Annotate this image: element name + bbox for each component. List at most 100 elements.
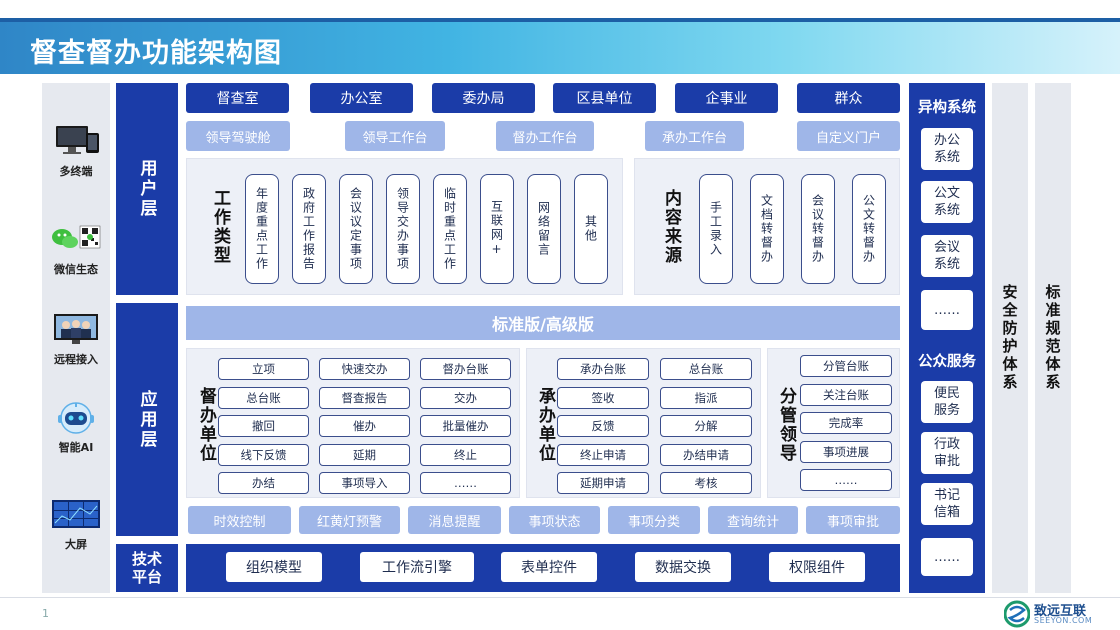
header-top-line — [0, 18, 1120, 22]
portal-leader-workbench: 领导工作台 — [345, 121, 445, 151]
terminal-label: 大屏 — [65, 538, 87, 551]
footer-divider — [0, 597, 1120, 598]
public-service-heading: 公众服务 — [918, 354, 976, 370]
org-qishiye: 企事业 — [675, 83, 778, 113]
video-conference-icon — [50, 313, 102, 345]
page-number: 1 — [42, 607, 49, 620]
content-source-card: 文档转督办 — [750, 174, 784, 284]
org-quxian: 区县单位 — [553, 83, 656, 113]
function-item: 快速交办 — [319, 358, 410, 380]
handling-unit-heading: 承办单位 — [535, 387, 555, 463]
function-item: 催办 — [319, 415, 410, 437]
function-item: 终止申请 — [557, 443, 649, 466]
tech-item: 工作流引擎 — [360, 552, 474, 582]
leader-panel: 分管领导 分管台账关注台账完成率事项进展…… — [767, 348, 900, 498]
terminal-remote: 远程接入 — [42, 313, 110, 367]
org-bangongshi: 办公室 — [310, 83, 413, 113]
hetero-systems-column: 异构系统 办公系统 公文系统 会议系统 …… 公众服务 便民服务 行政审批 书记… — [909, 83, 985, 593]
public-service-item: 书记信箱 — [921, 483, 973, 525]
function-item: 分解 — [660, 415, 752, 437]
function-item: …… — [420, 472, 511, 494]
public-service-item: …… — [921, 538, 973, 576]
function-item: 交办 — [420, 386, 511, 409]
terminal-ai: 智能AI — [42, 401, 110, 455]
brand-logo: 致远互联 SEEYON.COM — [1004, 600, 1104, 628]
function-item: 事项导入 — [319, 472, 410, 494]
content-source-card: 会议转督办 — [801, 174, 835, 284]
function-item: 完成率 — [800, 412, 892, 434]
seeyon-logo-icon — [1004, 600, 1030, 628]
feature-item: 事项审批 — [806, 506, 900, 534]
terminal-bigscreen: 大屏 — [42, 498, 110, 552]
terminal-column: 多终端 微信生态 — [42, 83, 110, 593]
function-item: 指派 — [660, 386, 752, 409]
function-item: 终止 — [420, 443, 511, 466]
tech-platform-bar: 组织模型 工作流引擎 表单控件 数据交换 权限组件 — [186, 544, 900, 592]
work-type-card: 其他 — [574, 174, 608, 284]
hetero-item: 办公系统 — [921, 128, 973, 170]
content-sources-panel: 内容来源 手工录入 文档转督办 会议转督办 公文转督办 — [634, 158, 900, 295]
tech-item: 权限组件 — [769, 552, 865, 582]
feature-item: 红黄灯预警 — [299, 506, 400, 534]
work-type-card: 互联网+ — [480, 174, 514, 284]
content-sources-heading: 内容来源 — [661, 189, 681, 265]
video-wall-icon — [50, 498, 102, 530]
function-item: 总台账 — [218, 386, 309, 409]
terminal-wechat: 微信生态 — [42, 223, 110, 277]
portal-supervise-workbench: 督办工作台 — [496, 121, 594, 151]
brand-cn: 致远互联 — [1034, 604, 1087, 619]
supervising-unit-panel: 督办单位 立项快速交办督办台账总台账督查报告交办撤回催办批量催办线下反馈延期终止… — [186, 348, 520, 498]
function-item: 总台账 — [660, 358, 752, 380]
hetero-item: …… — [921, 290, 973, 330]
handling-unit-panel: 承办单位 承办台账总台账签收指派反馈分解终止申请办结申请延期申请考核 — [526, 348, 761, 498]
function-item: 督办台账 — [420, 358, 511, 380]
work-type-card: 会议议定事项 — [339, 174, 373, 284]
feature-item: 查询统计 — [708, 506, 798, 534]
feature-item: 事项状态 — [509, 506, 600, 534]
public-service-item: 行政审批 — [921, 432, 973, 474]
work-types-panel: 工作类型 年度重点工作 政府工作报告 会议议定事项 领导交办事项 临时重点工作 … — [186, 158, 623, 295]
org-weibanju: 委办局 — [432, 83, 535, 113]
function-item: 签收 — [557, 386, 649, 409]
content-source-card: 公文转督办 — [852, 174, 886, 284]
function-item: 延期 — [319, 443, 410, 466]
org-duchashi: 督查室 — [186, 83, 289, 113]
header-banner: 督查督办功能架构图 — [0, 22, 1120, 74]
terminal-multi: 多终端 — [42, 125, 110, 179]
portal-leader-cockpit: 领导驾驶舱 — [186, 121, 290, 151]
robot-icon — [50, 401, 102, 434]
monitor-tablet-icon — [50, 125, 102, 157]
hetero-item: 公文系统 — [921, 181, 973, 223]
tech-item: 数据交换 — [635, 552, 731, 582]
page-title: 督查督办功能架构图 — [30, 38, 282, 69]
layer-tech: 技术平台 — [116, 544, 178, 592]
function-item: 线下反馈 — [218, 443, 309, 466]
function-item: 关注台账 — [800, 383, 892, 406]
tech-item: 表单控件 — [501, 552, 597, 582]
work-type-card: 领导交办事项 — [386, 174, 420, 284]
hetero-item: 会议系统 — [921, 235, 973, 277]
portal-custom: 自定义门户 — [797, 121, 900, 151]
function-item: 反馈 — [557, 415, 649, 437]
portal-handle-workbench: 承办工作台 — [645, 121, 744, 151]
leader-heading: 分管领导 — [776, 387, 796, 463]
tech-item: 组织模型 — [226, 552, 322, 582]
org-qunzhong: 群众 — [797, 83, 900, 113]
public-service-item: 便民服务 — [921, 381, 973, 423]
function-item: …… — [800, 469, 892, 491]
function-item: 延期申请 — [557, 472, 649, 494]
layer-user: 用户层 — [116, 83, 178, 295]
function-item: 立项 — [218, 358, 309, 380]
wechat-icon — [50, 223, 102, 255]
function-item: 承办台账 — [557, 358, 649, 380]
work-type-card: 政府工作报告 — [292, 174, 326, 284]
work-type-card: 临时重点工作 — [433, 174, 467, 284]
terminal-label: 远程接入 — [54, 353, 98, 366]
function-item: 督查报告 — [319, 386, 410, 409]
function-item: 撤回 — [218, 415, 309, 437]
feature-item: 事项分类 — [608, 506, 700, 534]
supervising-unit-heading: 督办单位 — [196, 387, 216, 463]
terminal-label: 微信生态 — [54, 263, 98, 276]
feature-item: 时效控制 — [188, 506, 291, 534]
function-item: 办结申请 — [660, 443, 752, 466]
